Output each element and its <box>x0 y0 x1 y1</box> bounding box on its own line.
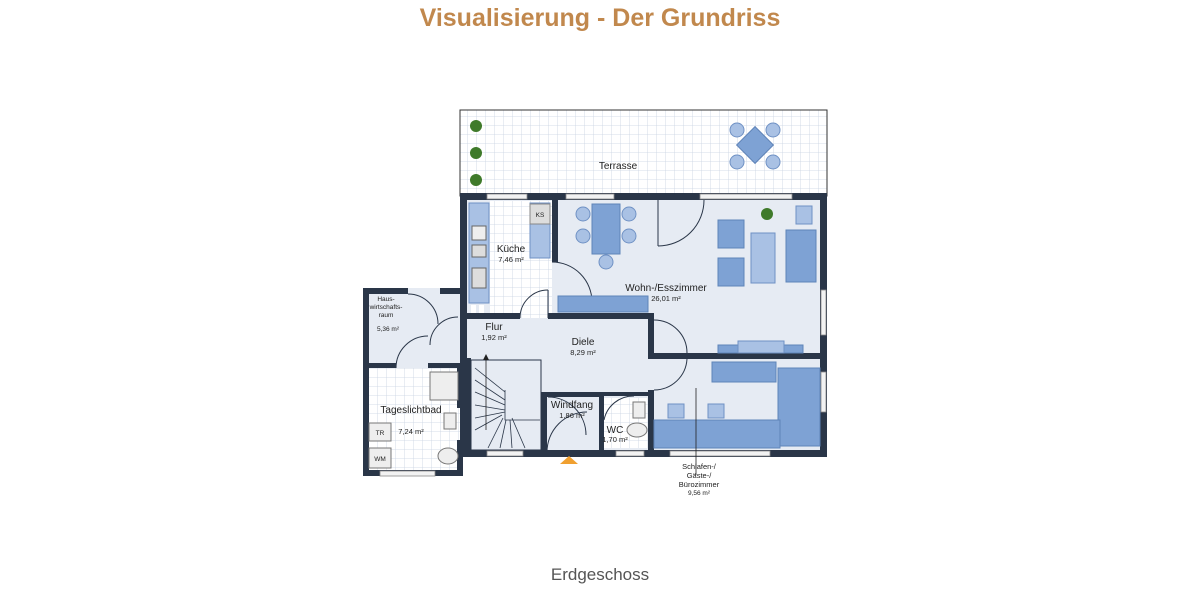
room-flur-area: 1,92 m² <box>481 333 507 342</box>
room-bad-area: 7,24 m² <box>398 427 424 436</box>
room-hwr-area: 5,36 m² <box>377 326 400 333</box>
living-furniture <box>717 205 817 354</box>
room-bad-name: Tageslichtbad <box>380 405 441 416</box>
room-hwr-name-1: Haus- <box>377 296 394 303</box>
room-hwr-name-3: raum <box>379 312 394 319</box>
room-diele-name: Diele <box>572 337 595 348</box>
room-windfang-name: Windfang <box>551 400 593 411</box>
plant-icons <box>470 120 773 220</box>
room-wohn-area: 26,01 m² <box>651 294 681 303</box>
room-wc-name: WC <box>607 425 624 436</box>
staircase <box>470 354 542 451</box>
room-terrasse-name: Terrasse <box>599 161 638 172</box>
bath-fixtures <box>368 371 648 469</box>
dryer-label: TR <box>376 430 385 437</box>
room-schlafen-area: 9,56 m² <box>688 490 711 497</box>
room-schlafen-name-3: Bürozimmer <box>679 480 720 489</box>
room-flur-name: Flur <box>485 322 503 333</box>
floor-label: Erdgeschoss <box>550 565 650 584</box>
dining-table <box>557 203 649 313</box>
room-hwr-name-2: wirtschafts- <box>369 304 403 311</box>
washer-label: WM <box>374 456 386 463</box>
room-wc-area: 1,70 m² <box>602 435 628 444</box>
entrance-marker-icon <box>560 456 578 464</box>
room-schlafen-name-2: Gäste-/ <box>687 471 713 480</box>
room-kueche-name: Küche <box>497 244 526 255</box>
terrace-furniture <box>729 122 781 170</box>
room-windfang-area: 1,86 m² <box>559 411 585 420</box>
room-schlafen-name-1: Schlafen-/ <box>682 462 717 471</box>
windows <box>379 193 827 477</box>
door-swings <box>395 199 705 453</box>
fridge-label: KS <box>536 212 545 219</box>
room-wohn-name: Wohn-/Esszimmer <box>625 283 707 294</box>
room-kueche-area: 7,46 m² <box>498 255 524 264</box>
bedroom-furniture <box>653 361 821 475</box>
kitchen-counter <box>468 202 551 313</box>
room-diele-area: 8,29 m² <box>570 348 596 357</box>
page-title: Visualisierung - Der Grundriss <box>419 4 781 32</box>
